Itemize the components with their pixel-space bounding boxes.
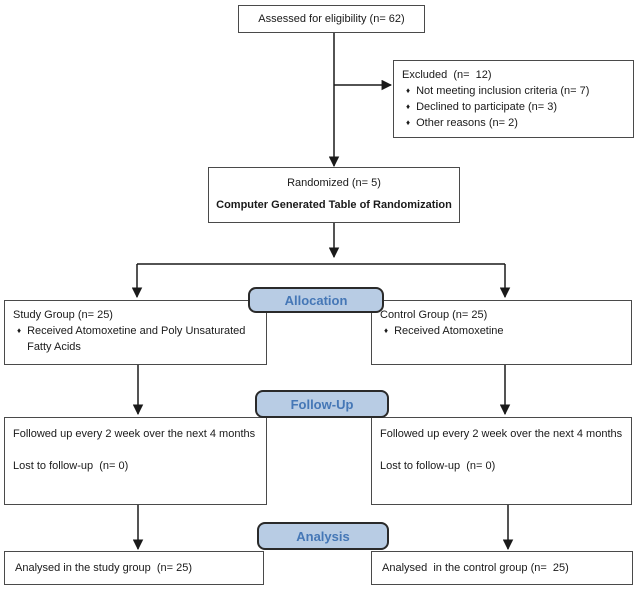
analysis-study-box: Analysed in the study group (n= 25): [4, 551, 264, 585]
excluded-bullet-3: Other reasons (n= 2): [416, 117, 518, 129]
excluded-box: Excluded (n= 12) ♦ Not meeting inclusion…: [393, 60, 634, 138]
control-group-title: Control Group (n= 25): [380, 309, 488, 321]
excluded-bullet-1: Not meeting inclusion criteria (n= 7): [416, 85, 590, 97]
analysis-control-box: Analysed in the control group (n= 25): [371, 551, 633, 585]
spacer: [380, 442, 623, 458]
study-group-title: Study Group (n= 25): [13, 309, 113, 321]
excluded-title: Excluded (n= 12): [402, 69, 492, 81]
followup-banner-label: Follow-Up: [290, 396, 354, 412]
bullet-diamond-icon: ♦: [17, 326, 22, 335]
followup-control-line2: Lost to follow-up (n= 0): [380, 460, 496, 472]
randomized-label: Randomized (n= 5): [287, 177, 381, 189]
control-group-bullet-1: Received Atomoxetine: [394, 325, 504, 337]
control-group-box: Control Group (n= 25) ♦ Received Atomoxe…: [371, 300, 632, 365]
study-group-box: Study Group (n= 25) ♦ Received Atomoxeti…: [4, 300, 267, 365]
analysis-study-label: Analysed in the study group (n= 25): [15, 562, 193, 574]
followup-study-line2: Lost to follow-up (n= 0): [13, 460, 129, 472]
list-item: ♦ Received Atomoxetine: [380, 323, 623, 339]
randomized-box: Randomized (n= 5) Computer Generated Tab…: [208, 167, 460, 223]
list-item: ♦ Received Atomoxetine and Poly Unsatura…: [13, 323, 258, 355]
followup-study-line1: Followed up every 2 week over the next 4…: [13, 428, 256, 440]
analysis-banner-label: Analysis: [296, 528, 350, 544]
followup-control-box: Followed up every 2 week over the next 4…: [371, 417, 632, 505]
bullet-diamond-icon: ♦: [406, 118, 411, 127]
excluded-bullet-2: Declined to participate (n= 3): [416, 101, 558, 113]
randomization-method-label: Computer Generated Table of Randomizatio…: [216, 199, 452, 211]
list-item: ♦ Declined to participate (n= 3): [402, 99, 625, 115]
study-group-bullet-1: Received Atomoxetine and Poly Unsaturate…: [27, 325, 249, 353]
bullet-diamond-icon: ♦: [406, 86, 411, 95]
followup-control-line1: Followed up every 2 week over the next 4…: [380, 428, 623, 440]
assessed-label: Assessed for eligibility (n= 62): [258, 13, 405, 25]
list-item: ♦ Not meeting inclusion criteria (n= 7): [402, 83, 625, 99]
spacer: [13, 442, 258, 458]
list-item: ♦ Other reasons (n= 2): [402, 115, 625, 131]
followup-banner: Follow-Up: [255, 390, 389, 418]
allocation-banner-label: Allocation: [284, 292, 348, 308]
analysis-banner: Analysis: [257, 522, 389, 550]
bullet-diamond-icon: ♦: [384, 326, 389, 335]
assessed-eligibility-box: Assessed for eligibility (n= 62): [238, 5, 425, 33]
analysis-control-label: Analysed in the control group (n= 25): [382, 562, 569, 574]
followup-study-box: Followed up every 2 week over the next 4…: [4, 417, 267, 505]
allocation-banner: Allocation: [248, 287, 384, 313]
bullet-diamond-icon: ♦: [406, 102, 411, 111]
